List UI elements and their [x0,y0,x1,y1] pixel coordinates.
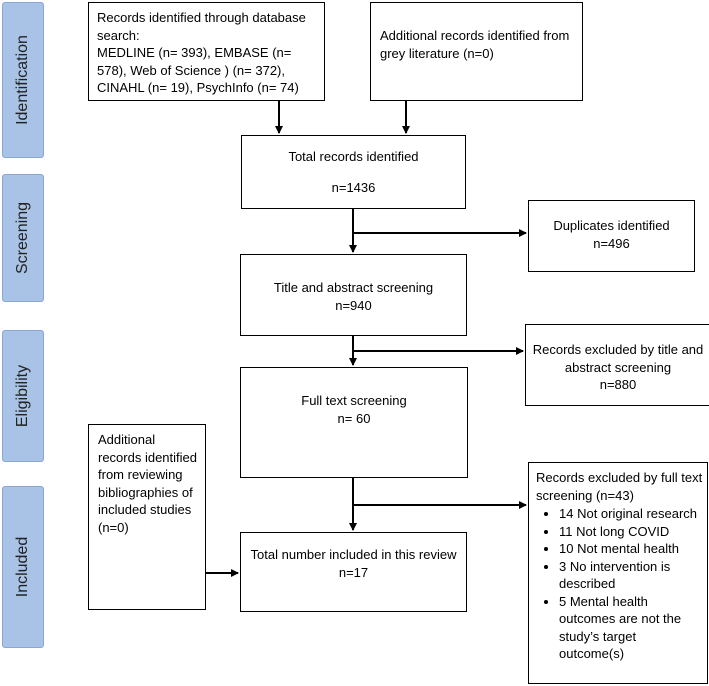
bibliographies-text: Additional records identified from revie… [98,432,197,535]
excluded-reason-item: 11 Not long COVID [559,523,703,541]
database-search-text: Records identified through database sear… [97,10,306,95]
grey-literature-text: Additional records identified from grey … [380,28,570,61]
stage-identification: Identification [2,2,44,158]
excluded-reason-item: 10 Not mental health [559,540,703,558]
stage-screening: Screening [2,174,44,302]
box-bibliographies: Additional records identified from revie… [88,424,206,610]
box-title-abstract-screening: Title and abstract screening n=940 [240,254,467,336]
box-grey-literature: Additional records identified from grey … [370,2,583,101]
total-identified-title: Total records identified [288,149,419,164]
total-identified-count: n=1436 [331,179,376,195]
excluded-reason-item: 3 No intervention is described [559,558,703,593]
box-database-search: Records identified through database sear… [88,2,325,101]
box-duplicates: Duplicates identified n=496 [528,200,695,272]
box-excluded-full-text: Records excluded by full text screening … [528,462,708,684]
excluded-title-abstract-count: n=880 [599,377,637,392]
duplicates-title: Duplicates identified [553,218,670,233]
box-excluded-title-abstract: Records excluded by title and abstract s… [525,324,709,406]
excluded-title-abstract-title: Records excluded by title and abstract s… [532,342,704,375]
excluded-full-text-title: Records excluded by full text screening … [536,470,703,503]
title-abstract-count: n=940 [335,297,372,313]
included-count: n=17 [338,564,369,580]
full-text-count: n= 60 [337,410,371,426]
box-total-identified: Total records identified n=1436 [241,135,466,209]
stage-eligibility: Eligibility [2,330,44,462]
full-text-title: Full text screening [301,393,407,408]
box-full-text-screening: Full text screening n= 60 [240,367,468,478]
stage-included: Included [2,486,44,648]
box-total-included: Total number included in this review n=1… [240,532,467,612]
excluded-reason-item: 5 Mental health outcomes are not the stu… [559,593,703,663]
excluded-reasons-list: 14 Not original research 11 Not long COV… [536,505,703,663]
included-title: Total number included in this review [250,547,457,562]
title-abstract-title: Title and abstract screening [273,280,434,295]
duplicates-count: n=496 [593,235,630,251]
excluded-reason-item: 14 Not original research [559,505,703,523]
